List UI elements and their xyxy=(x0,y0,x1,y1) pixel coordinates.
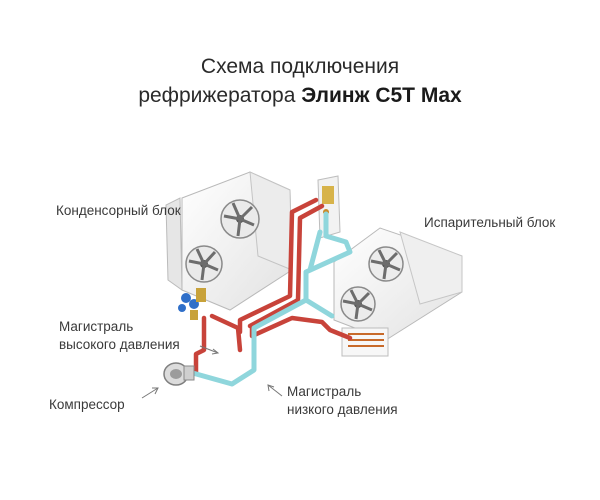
high-pressure-line-label: Магистраль высокого давления xyxy=(59,318,180,354)
high-pressure-line-label-2: высокого давления xyxy=(59,337,180,352)
evaporator-label: Испарительный блок xyxy=(424,215,556,230)
condenser-valves xyxy=(178,288,206,320)
low-pressure-line-label: Магистраль низкого давления xyxy=(287,383,398,419)
condenser-fan-upper xyxy=(220,199,260,239)
low-pressure-line-label-2: низкого давления xyxy=(287,402,398,417)
evaporator-fan-upper xyxy=(368,246,404,282)
compressor xyxy=(163,362,195,386)
low-pressure-line-label-1: Магистраль xyxy=(287,384,362,399)
title-line-2-prefix: рефрижератора xyxy=(138,84,302,107)
condenser-fan-lower xyxy=(185,245,223,283)
compressor-label: Компрессор xyxy=(49,397,125,412)
evaporator-unit xyxy=(333,227,463,357)
title-line-1: Схема подключения xyxy=(200,55,400,78)
high-pressure-line-label-1: Магистраль xyxy=(59,319,134,334)
evaporator-fan-lower xyxy=(340,286,376,322)
condenser-unit xyxy=(165,171,293,320)
low-pressure-lines xyxy=(179,211,353,387)
title-model-name: Элинж C5T Max xyxy=(301,84,462,107)
title-line-2: рефрижератора Элинж C5T Max xyxy=(0,81,600,110)
high-pressure-lines xyxy=(193,197,353,375)
diagram-title: Схема подключения рефрижератора Элинж C5… xyxy=(0,52,600,110)
condenser-label: Конденсорный блок xyxy=(56,203,181,218)
label-pointers xyxy=(141,345,283,399)
